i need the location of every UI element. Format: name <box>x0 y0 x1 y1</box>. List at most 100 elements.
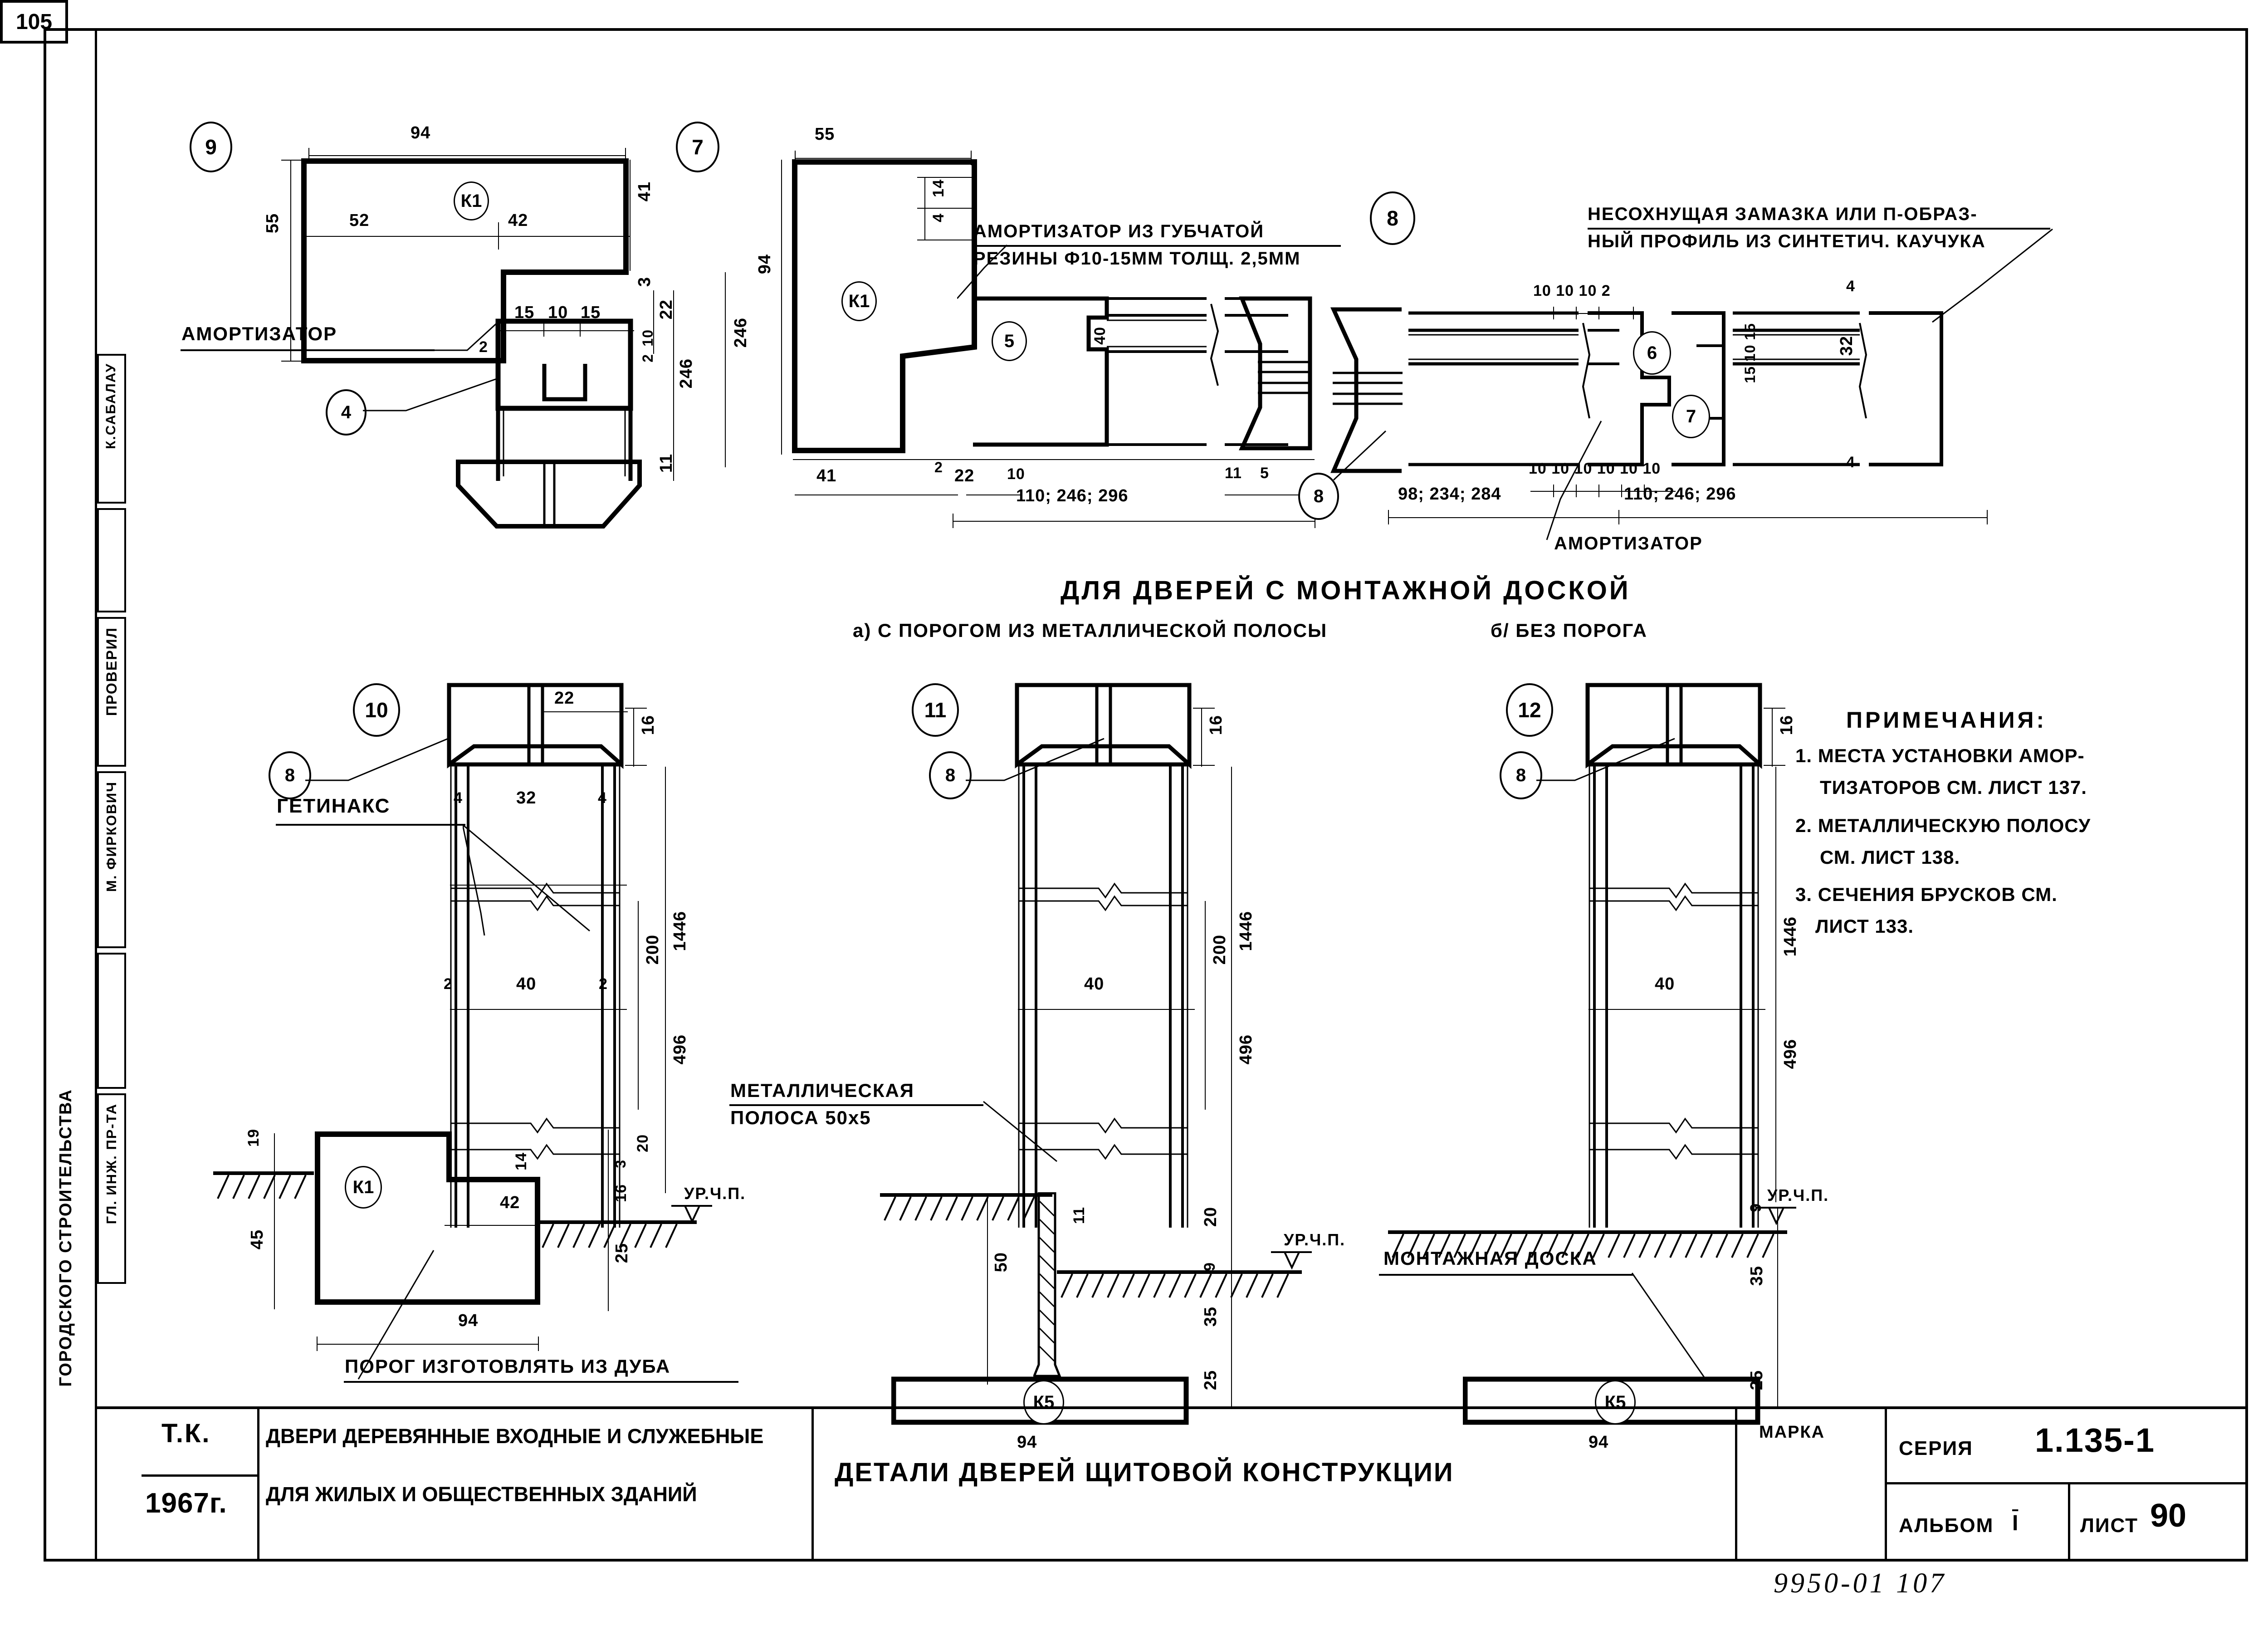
part-label-k5-d11: К5 <box>1023 1380 1064 1425</box>
note-2-line-1: 2. МЕТАЛЛИЧЕСКУЮ ПОЛОСУ <box>1795 815 2091 836</box>
dim-d8-15-10-15: 15 10 15 <box>1742 323 1758 383</box>
leader-bubble8-d8 <box>1333 430 1387 481</box>
dim-d12-16: 16 <box>1777 715 1796 735</box>
part-label-k1-d7: К1 <box>841 281 877 321</box>
title-block-code: Т.К. <box>161 1419 211 1448</box>
title-block-album-cell <box>1887 1484 2070 1562</box>
detail-bubble-11[interactable]: 11 <box>912 683 959 737</box>
d7-section-k1 <box>792 159 977 453</box>
ground-hatch-d10-right <box>542 1224 678 1248</box>
note-3-line-1: 3. СЕЧЕНИЯ БРУСКОВ СМ. <box>1795 884 2058 905</box>
stamp-box-signature-3 <box>97 953 126 1089</box>
dim-d7-4: 4 <box>930 213 947 222</box>
dim-d10-32: 32 <box>516 788 537 808</box>
detail-bubble-4-d9[interactable]: 4 <box>326 389 367 436</box>
leader-bubble8-d10 <box>305 738 449 781</box>
notes-heading: ПРИМЕЧАНИЯ: <box>1846 707 2047 733</box>
dim-d12-40: 40 <box>1655 974 1675 994</box>
leader-amortizer-d7 <box>957 244 1008 299</box>
leader-mounting-board <box>1631 1273 1706 1380</box>
part-bubble-6-d8[interactable]: 6 <box>1633 331 1671 375</box>
callout-sealant-line1: НЕСОХНУЩАЯ ЗАМАЗКА ИЛИ П-ОБРАЗ- <box>1588 204 1978 224</box>
title-block <box>97 1406 2248 1562</box>
dim-d7-41: 41 <box>816 466 837 485</box>
callout-amortizer-d9: АМОРТИЗАТОР <box>181 323 337 344</box>
dim-d9-55: 55 <box>263 213 282 234</box>
dim-d10-42: 42 <box>500 1193 520 1212</box>
stamp-name-firkovich: М. ФИРКОВИЧ <box>103 781 119 892</box>
dim-d10-25: 25 <box>612 1243 631 1263</box>
ground-hatch-d11-left <box>884 1196 1035 1221</box>
detail-bubble-8-d11[interactable]: 8 <box>929 751 972 799</box>
dim-d11-496: 496 <box>1237 1034 1256 1065</box>
dim-d10-20: 20 <box>634 1134 651 1152</box>
leader-getinaks <box>463 824 590 936</box>
dim-d11-20: 20 <box>1201 1207 1220 1227</box>
section-title-main: ДЛЯ ДВЕРЕЙ С МОНТАЖНОЙ ДОСКОЙ <box>1061 576 1631 605</box>
dim-d7-10: 10 <box>1007 465 1025 483</box>
ground-hatch-d12 <box>1392 1234 1774 1258</box>
note-2-line-2: СМ. ЛИСТ 138. <box>1820 847 1960 868</box>
part-bubble-7-d8[interactable]: 7 <box>1672 395 1710 438</box>
dim-d9-v246: 246 <box>677 358 696 389</box>
level-symbol-d11 <box>1271 1251 1312 1270</box>
d11-metal-strip <box>1033 1192 1061 1377</box>
dim-d10-200: 200 <box>643 935 662 965</box>
dim-d11-25: 25 <box>1201 1370 1220 1391</box>
ground-hatch-d11-right <box>1061 1273 1289 1298</box>
title-block-seria-cell <box>1887 1406 2248 1484</box>
callout-metal-strip-line1: МЕТАЛЛИЧЕСКАЯ <box>730 1080 914 1101</box>
detail-bubble-7[interactable]: 7 <box>676 122 719 172</box>
dim-d11-11: 11 <box>1070 1207 1088 1224</box>
detail-bubble-12[interactable]: 12 <box>1506 683 1553 737</box>
callout-mounting-board: МОНТАЖНАЯ ДОСКА <box>1383 1248 1597 1269</box>
detail-bubble-8-d12[interactable]: 8 <box>1500 751 1542 799</box>
dim-d8-32: 32 <box>1837 336 1856 356</box>
dim-d11-200: 200 <box>1210 935 1229 965</box>
title-block-code-cell <box>142 1406 259 1562</box>
sheet-border <box>44 28 2248 1562</box>
ground-hatch-d10-left <box>217 1175 307 1199</box>
title-block-album-label: АЛЬБОМ <box>1899 1514 1994 1537</box>
title-block-list-value: 90 <box>2150 1498 2187 1534</box>
dim-d7-246: 246 <box>731 318 750 348</box>
title-block-album-value: I <box>2012 1511 2019 1535</box>
dim-d9-15a: 15 <box>514 303 535 322</box>
title-block-marka-label: МАРКА <box>1759 1423 1825 1442</box>
detail-bubble-8-d10[interactable]: 8 <box>269 751 311 799</box>
dim-d8-4b: 4 <box>1846 454 1855 471</box>
dim-d10-14: 14 <box>513 1152 530 1170</box>
dim-d7-span: 110; 246; 296 <box>1016 486 1129 505</box>
d9-base-wedge <box>456 460 642 529</box>
level-symbol-d10 <box>671 1205 712 1224</box>
leader-bubble4-d9 <box>363 378 497 411</box>
title-block-object-line-2: ДЛЯ ЖИЛЫХ И ОБЩЕСТВЕННЫХ ЗДАНИЙ <box>266 1483 697 1506</box>
dim-d12-9: 9 <box>1747 1203 1765 1212</box>
dim-d10-4a: 4 <box>454 789 463 807</box>
detail-bubble-8-top[interactable]: 8 <box>1370 191 1415 245</box>
dim-d11-1446: 1446 <box>1237 911 1256 951</box>
dim-d9-v2: 2 <box>640 354 656 362</box>
leader-bubble8-d11 <box>966 738 1105 781</box>
detail-bubble-9[interactable]: 9 <box>190 122 232 172</box>
dim-d9-15b: 15 <box>581 303 601 322</box>
stamp-label-chief-engineer: ГЛ. ИНЖ. ПР-ТА <box>103 1103 119 1224</box>
part-label-5-d7: 5 <box>992 321 1027 361</box>
detail-bubble-8-bottom[interactable]: 8 <box>1298 473 1339 520</box>
dim-d11-94: 94 <box>1017 1433 1037 1452</box>
dim-d9-42: 42 <box>508 211 528 230</box>
dim-d9-94: 94 <box>411 123 431 142</box>
detail-bubble-10[interactable]: 10 <box>353 683 400 737</box>
stamp-label-checked: ПРОВЕРИЛ <box>103 627 120 716</box>
title-block-object-cell <box>259 1406 814 1562</box>
note-1-line-2: ТИЗАТОРОВ СМ. ЛИСТ 137. <box>1820 777 2087 798</box>
dim-d8-chain-bottom: 10 10 10 10 10 10 <box>1529 460 1661 477</box>
note-3-line-2: ЛИСТ 133. <box>1815 916 1914 937</box>
dim-d10-496: 496 <box>670 1034 689 1065</box>
dim-d8-chain-top: 10 10 10 2 <box>1533 282 1611 299</box>
callout-amortizer-rubber-line2: РЕЗИНЫ Ф10-15ММ ТОЛЩ. 2,5ММ <box>973 249 1301 269</box>
dim-d7-5: 5 <box>1260 465 1269 482</box>
level-symbol-d12 <box>1755 1207 1796 1225</box>
dim-d9-2: 2 <box>479 338 488 356</box>
dim-d10-16: 16 <box>639 715 658 735</box>
